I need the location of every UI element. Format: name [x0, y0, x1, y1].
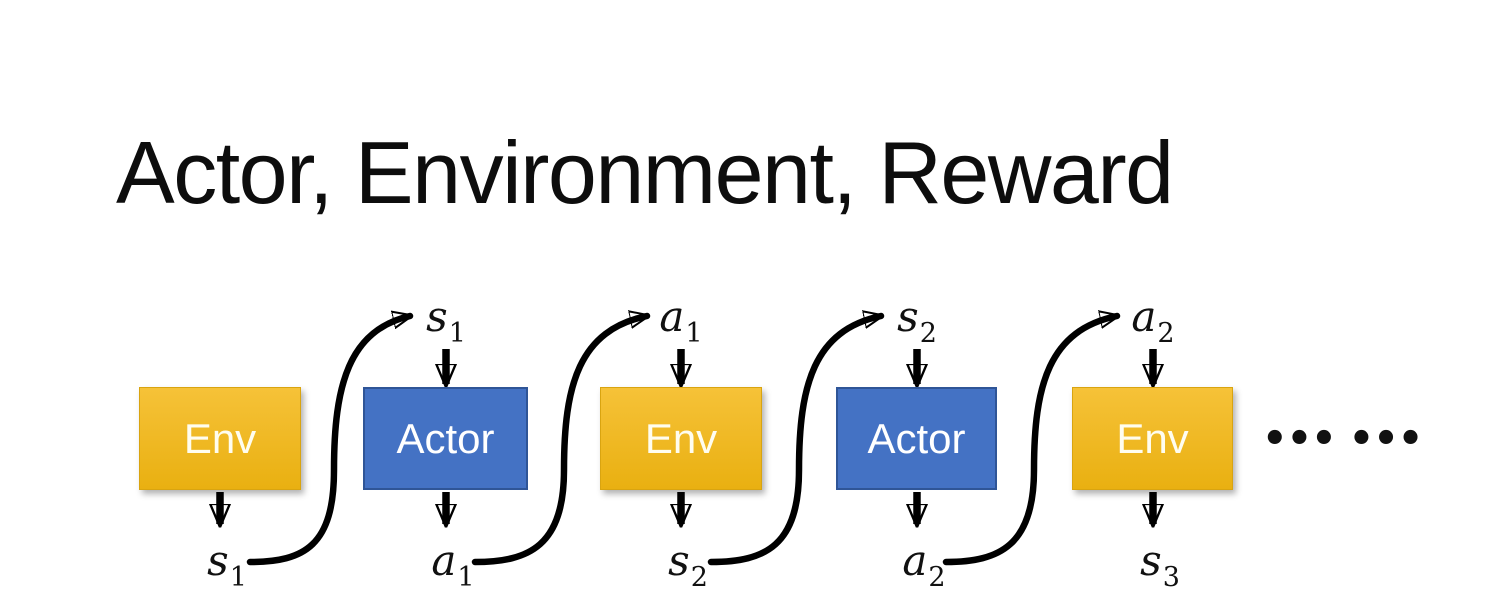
connector-s1-feedback	[246, 316, 410, 566]
slide-title: Actor, Environment, Reward	[116, 123, 1174, 222]
top-label-a2: a2	[1131, 292, 1175, 349]
env-box-2: Env	[600, 387, 762, 490]
box-label: Actor	[396, 414, 495, 462]
box-label: Actor	[867, 414, 966, 462]
connector-a1-feedback	[471, 316, 647, 566]
env-box-1: Env	[139, 387, 301, 490]
top-label-s2: s2	[897, 292, 937, 349]
connector-s2-feedback	[707, 316, 881, 566]
ellipsis-dots: ••• •••	[1262, 416, 1423, 462]
box-label: Env	[1116, 414, 1189, 462]
bottom-label-s3: s3	[1140, 536, 1180, 593]
actor-box-1: Actor	[363, 387, 528, 490]
bottom-label-s2: s2	[668, 536, 708, 593]
actor-box-2: Actor	[836, 387, 997, 490]
box-label: Env	[183, 414, 257, 462]
top-label-s1: s1	[426, 292, 466, 349]
bottom-label-a1: a1	[431, 536, 475, 593]
top-label-a1: a1	[659, 292, 703, 349]
box-label: Env	[644, 414, 718, 462]
connector-a2-feedback	[942, 316, 1117, 566]
env-box-3: Env	[1072, 387, 1233, 490]
bottom-label-s1: s1	[207, 536, 247, 593]
bottom-label-a2: a2	[902, 536, 946, 593]
